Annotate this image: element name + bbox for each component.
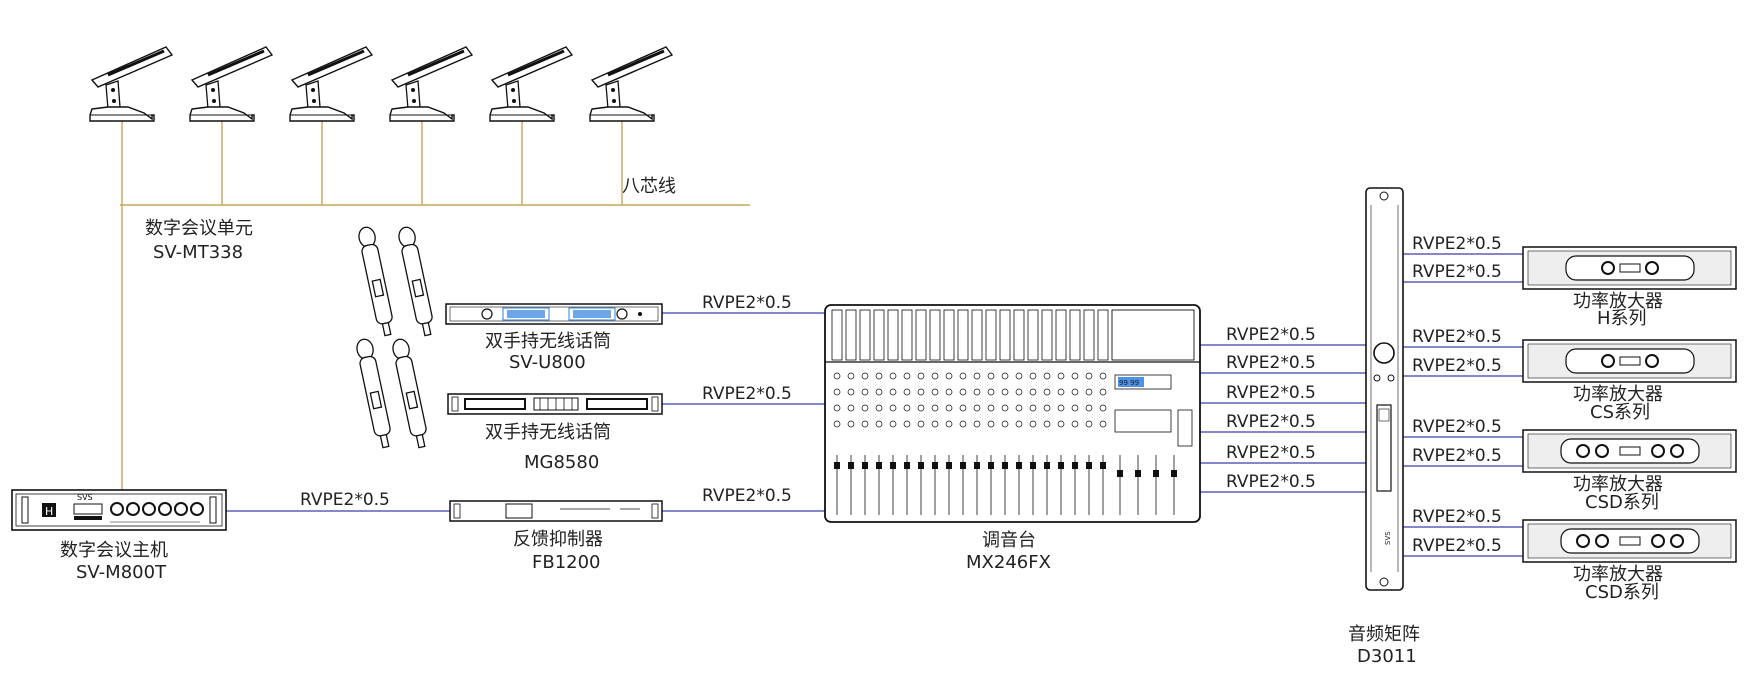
- unit-name: 数字会议单元: [145, 218, 253, 239]
- conference-unit: [389, 46, 474, 122]
- cable-label: RVPE2*0.5: [1226, 472, 1316, 492]
- amp-series: H系列: [1597, 308, 1647, 329]
- conference-unit: [489, 46, 574, 122]
- eight-core-bus: [120, 115, 750, 490]
- mixer-display: 99 99: [1119, 379, 1139, 387]
- host-name: 数字会议主机: [60, 540, 168, 561]
- amp-name: 功率放大器: [1573, 384, 1663, 405]
- host-model: SV-M800T: [76, 562, 167, 583]
- cable-label: RVPE2*0.5: [1226, 353, 1316, 373]
- wireless1-name: 双手持无线话筒: [485, 331, 611, 352]
- cable-label: RVPE2*0.5: [1412, 507, 1502, 527]
- amp-name: 功率放大器: [1573, 291, 1663, 312]
- amp-series: CSD系列: [1585, 582, 1659, 603]
- amplifier-4: [1522, 519, 1737, 563]
- amplifier-2: [1522, 339, 1737, 383]
- host-power-icon: [42, 503, 56, 517]
- conference-host: H SVS: [11, 489, 227, 531]
- host-badge: H: [45, 505, 53, 518]
- cable-label: RVPE2*0.5: [1226, 383, 1316, 403]
- bus-label: 八芯线: [622, 176, 676, 197]
- amp-series: CSD系列: [1585, 492, 1659, 513]
- wireless2-model: MG8580: [524, 452, 599, 473]
- conference-unit: [589, 46, 674, 122]
- amplifier-3: [1522, 429, 1737, 473]
- feedback-model: FB1200: [532, 552, 601, 573]
- cable-label: RVPE2*0.5: [702, 486, 792, 506]
- cable-label: RVPE2*0.5: [300, 490, 390, 510]
- matrix-knob-icon: [1373, 342, 1395, 364]
- handheld-mics-bottom: [356, 338, 427, 449]
- cable-label: RVPE2*0.5: [1412, 356, 1502, 376]
- signal-cables: [226, 253, 1523, 557]
- host-brand: SVS: [77, 493, 93, 502]
- matrix-name: 音频矩阵: [1348, 624, 1420, 645]
- matrix-model: D3011: [1357, 646, 1417, 667]
- cable-label: RVPE2*0.5: [1226, 412, 1316, 432]
- amp-name: 功率放大器: [1573, 564, 1663, 585]
- wireless1-model: SV-U800: [509, 352, 586, 373]
- amp-name: 功率放大器: [1573, 474, 1663, 495]
- mixer-console: 99 99: [824, 304, 1201, 523]
- amp-series: CS系列: [1590, 402, 1650, 423]
- cable-label: RVPE2*0.5: [1412, 234, 1502, 254]
- cable-label: RVPE2*0.5: [1226, 325, 1316, 345]
- conference-unit: [89, 46, 174, 122]
- cable-label: RVPE2*0.5: [1412, 262, 1502, 282]
- cable-label: RVPE2*0.5: [1412, 536, 1502, 556]
- unit-model: SV-MT338: [153, 242, 243, 263]
- wireless2-name: 双手持无线话筒: [485, 422, 611, 443]
- cable-label: RVPE2*0.5: [1412, 417, 1502, 437]
- mixer-name: 调音台: [982, 530, 1036, 551]
- cable-label: RVPE2*0.5: [1412, 446, 1502, 466]
- wireless-receiver-u800: [445, 303, 663, 325]
- handheld-mics-top: [358, 226, 433, 337]
- cable-label: RVPE2*0.5: [702, 293, 792, 313]
- feedback-name: 反馈抑制器: [513, 529, 603, 550]
- cable-label: RVPE2*0.5: [1226, 443, 1316, 463]
- feedback-suppressor: [449, 500, 663, 522]
- audio-matrix: SVS: [1365, 187, 1404, 591]
- conference-unit: [289, 46, 374, 122]
- wireless-receiver-mg8580: [447, 393, 663, 415]
- cable-label: RVPE2*0.5: [1412, 327, 1502, 347]
- amplifier-1: [1522, 246, 1737, 290]
- conference-unit: [189, 46, 274, 122]
- mixer-model: MX246FX: [966, 552, 1051, 573]
- conference-units: [89, 46, 674, 122]
- cable-label: RVPE2*0.5: [702, 384, 792, 404]
- matrix-brand: SVS: [1384, 531, 1392, 545]
